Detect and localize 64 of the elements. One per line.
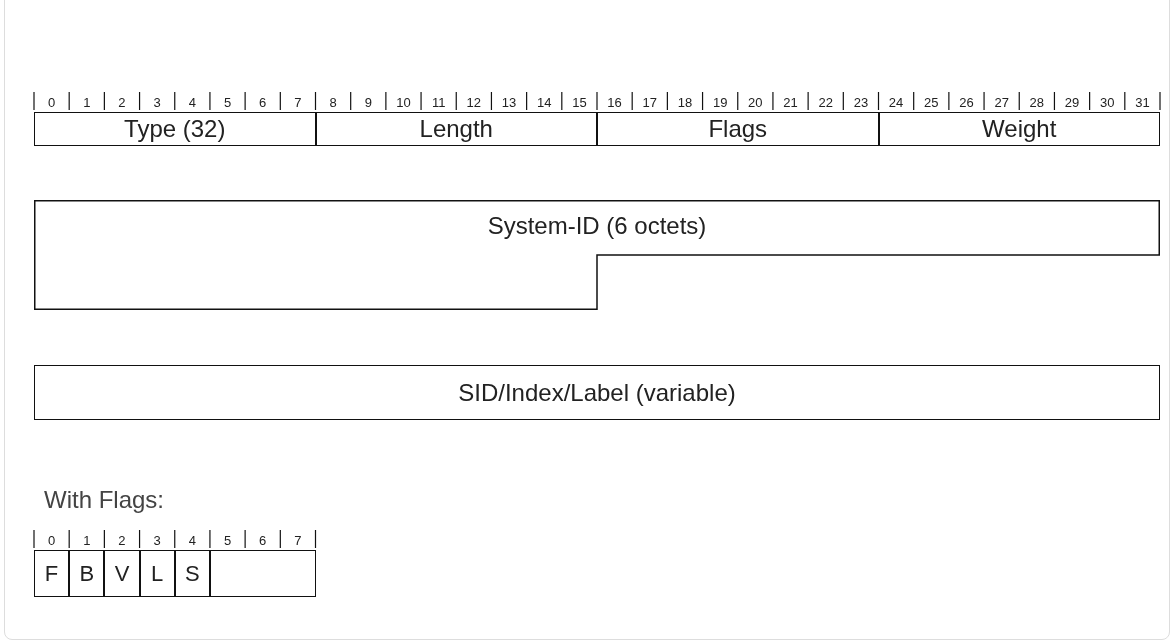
bit-number: 14	[536, 93, 553, 112]
bit-number: 6	[258, 93, 268, 112]
bit-number: 2	[117, 531, 127, 550]
field-box	[315, 112, 597, 146]
bit-number: 0	[46, 531, 57, 550]
bit-number: 3	[152, 93, 162, 112]
bit-number: 21	[782, 93, 799, 112]
flag-letter: S	[185, 560, 200, 587]
bit-number: 29	[1063, 93, 1081, 112]
bit-number: 13	[500, 93, 518, 112]
flag-bit-box	[104, 550, 140, 597]
field-name: System-ID (6 octets)	[487, 212, 707, 240]
bit-number: 3	[152, 531, 162, 550]
flag-bit-box	[174, 550, 210, 597]
field-box	[597, 112, 879, 146]
bit-number: 7	[293, 531, 303, 550]
field-box	[878, 112, 1160, 146]
bit-number: 24	[887, 93, 905, 112]
field-box	[34, 112, 316, 146]
bit-number: 5	[222, 531, 233, 550]
flag-letter: B	[79, 560, 95, 587]
bit-number: 9	[363, 93, 373, 112]
bit-number: 1	[82, 93, 92, 112]
bit-number: 20	[747, 93, 764, 112]
bit-number: 17	[641, 93, 658, 112]
bit-number: 1	[82, 531, 92, 550]
section-heading: With Flags:	[44, 486, 165, 514]
bit-number: 11	[430, 93, 447, 112]
bit-number: 12	[465, 93, 483, 112]
reserved-bits-box	[209, 550, 316, 597]
bit-number: 5	[222, 93, 233, 112]
field-name: Type (32)	[124, 115, 226, 143]
flag-bit-box	[69, 550, 105, 597]
field-name: SID/Index/Label (variable)	[458, 378, 736, 407]
bit-number: 6	[258, 531, 268, 550]
bit-number: 10	[395, 93, 412, 112]
flag-letter: F	[44, 560, 59, 587]
bit-number: 16	[606, 93, 623, 112]
bit-number: 7	[293, 93, 303, 112]
flag-bit-box	[139, 550, 175, 597]
bit-number: 26	[958, 93, 975, 112]
bit-number: 2	[117, 93, 127, 112]
flag-letter: V	[114, 560, 130, 587]
field-name: Flags	[708, 115, 768, 143]
bit-number: 27	[993, 93, 1010, 112]
bit-number: 15	[571, 93, 588, 112]
bit-number: 28	[1028, 93, 1046, 112]
flag-bit-box	[34, 550, 70, 597]
field-name: Weight	[982, 115, 1057, 143]
bit-number: 31	[1134, 93, 1151, 112]
bit-number: 25	[923, 93, 940, 112]
bit-number: 18	[676, 93, 694, 112]
bit-number: 19	[711, 93, 729, 112]
flag-letter: L	[151, 560, 164, 587]
field-outline	[34, 200, 1160, 310]
bit-number: 0	[46, 93, 57, 112]
field-box	[34, 365, 1160, 420]
bit-number: 4	[187, 93, 197, 112]
bit-number: 4	[187, 531, 197, 550]
bit-number: 22	[817, 93, 834, 112]
bit-number: 8	[328, 93, 338, 112]
field-name: Length	[419, 115, 493, 143]
bit-number: 30	[1099, 93, 1116, 112]
bit-number: 23	[852, 93, 870, 112]
